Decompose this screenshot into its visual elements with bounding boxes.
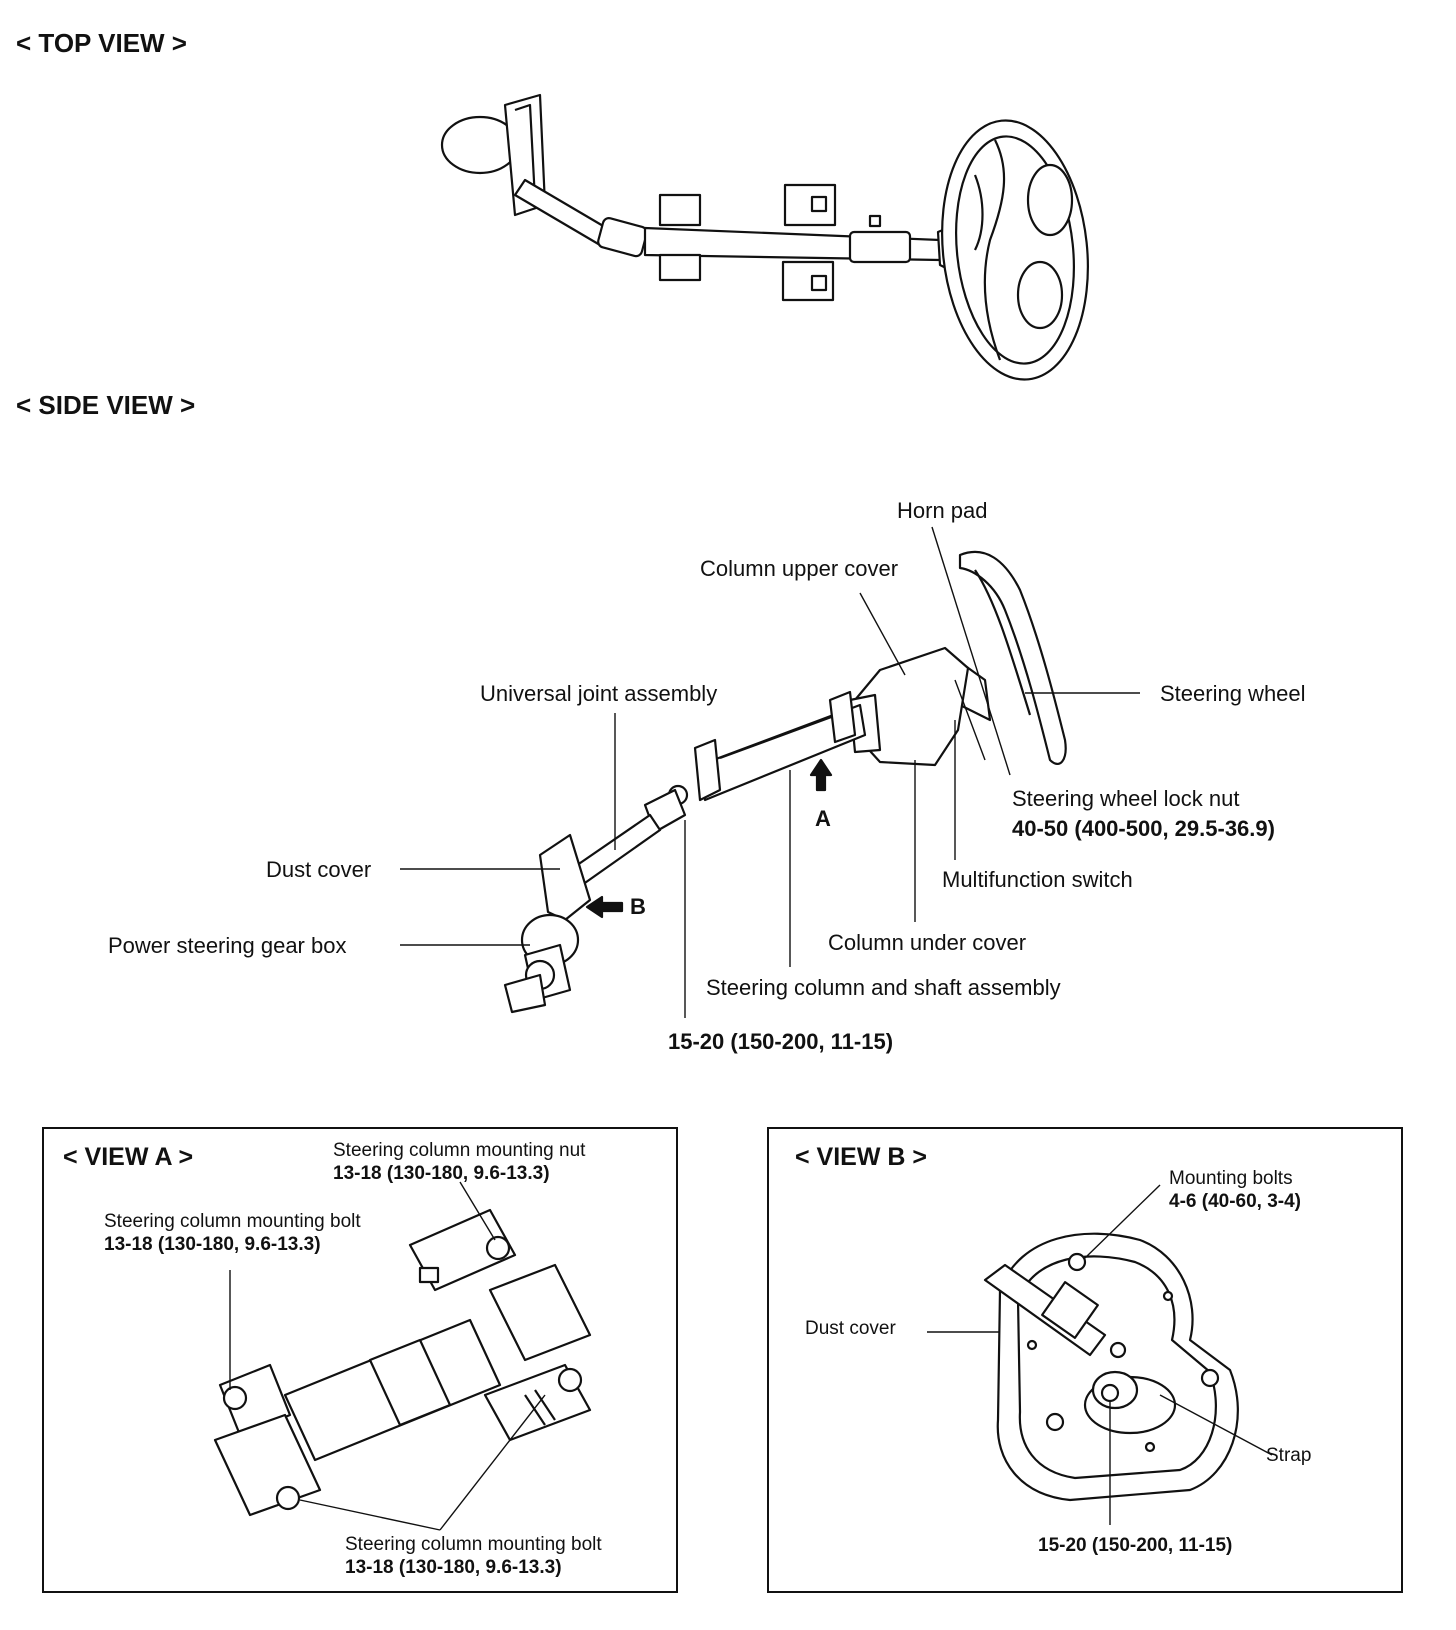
view-b-heading: < VIEW B > — [795, 1143, 927, 1171]
label-column-shaft-assy: Steering column and shaft assembly — [706, 975, 1061, 1000]
label-view-b-dust-cover: Dust cover — [805, 1318, 896, 1339]
label-steering-wheel: Steering wheel — [1160, 681, 1306, 706]
label-strap: Strap — [1266, 1445, 1312, 1466]
label-column-under-cover: Column under cover — [828, 930, 1027, 955]
label-joint-torque: 15-20 (150-200, 11-15) — [668, 1029, 894, 1054]
label-mount-bolt-left-torque: 13-18 (130-180, 9.6-13.3) — [104, 1234, 321, 1255]
arrow-a-label: A — [815, 806, 831, 831]
label-mount-bolt-left: Steering column mounting bolt — [104, 1211, 361, 1232]
label-column-upper-cover: Column upper cover — [700, 556, 899, 581]
label-lock-nut-torque: 40-50 (400-500, 29.5-36.9) — [1012, 816, 1275, 841]
label-dust-cover: Dust cover — [266, 857, 372, 882]
view-a-panel — [42, 1127, 678, 1593]
label-mounting-bolts-torque: 4-6 (40-60, 3-4) — [1169, 1191, 1302, 1212]
view-b-panel — [767, 1127, 1403, 1593]
label-gear-box: Power steering gear box — [108, 933, 347, 958]
label-mount-bolt-bottom: Steering column mounting bolt — [345, 1534, 602, 1555]
label-universal-joint: Universal joint assembly — [480, 681, 718, 706]
label-mount-bolt-bottom-torque: 13-18 (130-180, 9.6-13.3) — [345, 1557, 562, 1578]
label-mount-nut-torque: 13-18 (130-180, 9.6-13.3) — [333, 1163, 550, 1184]
top-view-heading: < TOP VIEW > — [16, 28, 187, 58]
label-multifunction-switch: Multifunction switch — [942, 867, 1133, 892]
label-horn-pad: Horn pad — [897, 498, 988, 523]
label-mounting-bolts: Mounting bolts — [1169, 1168, 1293, 1189]
view-a-heading: < VIEW A > — [63, 1143, 194, 1171]
label-strap-torque: 15-20 (150-200, 11-15) — [1038, 1535, 1233, 1556]
label-mount-nut: Steering column mounting nut — [333, 1140, 586, 1161]
arrow-b-label: B — [630, 894, 646, 919]
side-view-heading: < SIDE VIEW > — [16, 390, 196, 420]
label-lock-nut: Steering wheel lock nut — [1012, 786, 1240, 811]
